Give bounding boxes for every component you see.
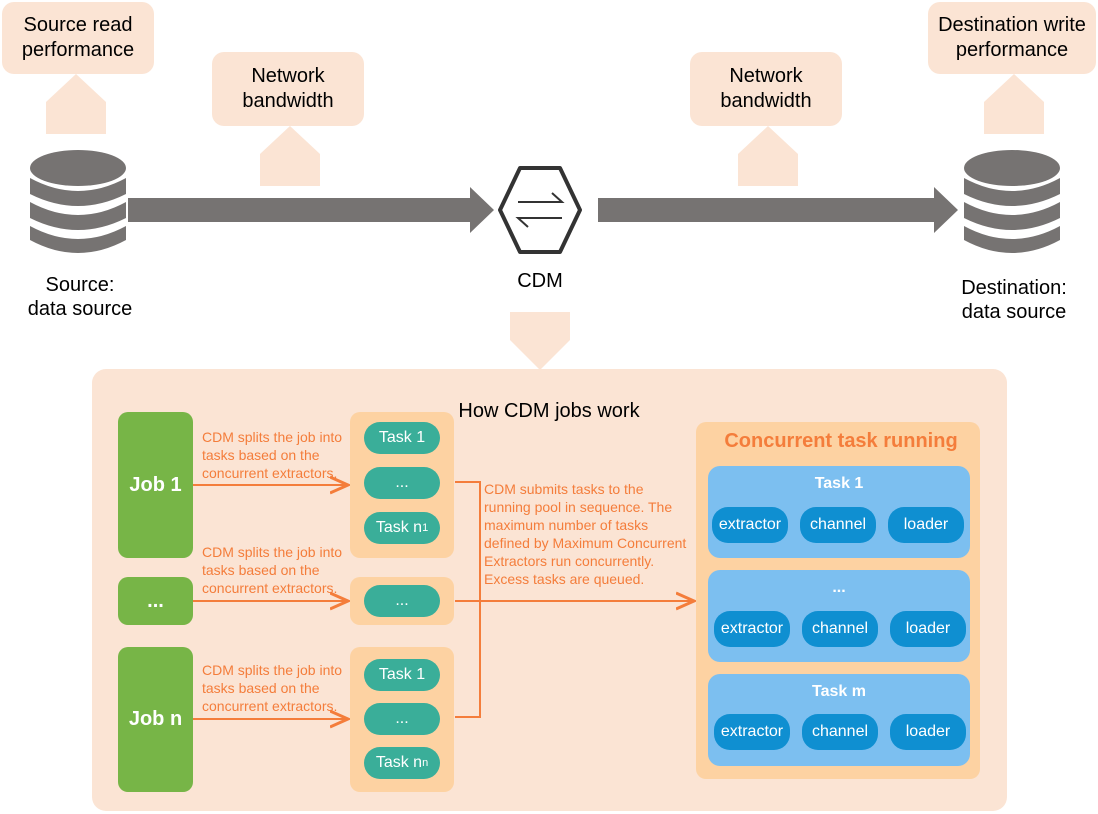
callout-network-left: Network bandwidth <box>212 52 364 126</box>
task-dots-group-3: ... <box>364 703 440 735</box>
submit-note: CDM submits tasks to the running pool in… <box>484 481 687 587</box>
connector-group1-bus <box>455 481 481 718</box>
pool-task-dots-extractor: extractor <box>714 611 790 647</box>
callout-source-read: Source read performance <box>2 2 154 74</box>
split-note-1: CDM splits the job into tasks based on t… <box>202 429 343 481</box>
callout-pointer-network-left <box>260 126 320 186</box>
pool-task-dots-loader: loader <box>890 611 966 647</box>
pool-task-m-extractor: extractor <box>714 714 790 750</box>
destination-label: Destination: data source <box>961 277 1067 323</box>
pool-task-m-channel: channel <box>802 714 878 750</box>
database-icon-source <box>30 150 126 253</box>
callout-pointer-panel <box>510 312 570 370</box>
pool-task-1-loader: loader <box>888 507 964 543</box>
job-n: Job n <box>118 647 193 792</box>
pool-task-dots-channel: channel <box>802 611 878 647</box>
task-dots-group-1: ... <box>364 467 440 499</box>
split-note-2: CDM splits the job into tasks based on t… <box>202 544 343 596</box>
task-dots-group-2: ... <box>364 585 440 617</box>
flow-arrow-right <box>598 187 958 233</box>
callout-pointer-destination <box>984 74 1044 134</box>
database-icon-destination <box>964 150 1060 253</box>
callout-network-right: Network bandwidth <box>690 52 842 126</box>
panel-title: How CDM jobs work <box>458 400 640 422</box>
job-dots: ... <box>118 577 193 625</box>
pool-title: Concurrent task running <box>724 430 958 452</box>
pool-task-m-loader: loader <box>890 714 966 750</box>
source-label: Source: data source <box>27 274 133 320</box>
pool-task-dots-title: ... <box>832 579 846 596</box>
callout-pointer-source <box>46 74 106 134</box>
callout-destination-write: Destination write performance <box>928 2 1096 74</box>
pool-task-1-title: Task 1 <box>814 475 864 492</box>
flow-arrow-left <box>128 187 494 233</box>
pool-task-1-extractor: extractor <box>712 507 788 543</box>
job-1: Job 1 <box>118 412 193 558</box>
pool-task-m-title: Task m <box>812 683 866 700</box>
cdm-exchange-icon <box>498 166 582 254</box>
cdm-label: CDM <box>517 270 563 292</box>
pool-task-1-channel: channel <box>800 507 876 543</box>
task-1-group-3: Task 1 <box>364 659 440 691</box>
callout-pointer-network-right <box>738 126 798 186</box>
split-note-3: CDM splits the job into tasks based on t… <box>202 662 343 714</box>
task-1-group-1: Task 1 <box>364 422 440 454</box>
